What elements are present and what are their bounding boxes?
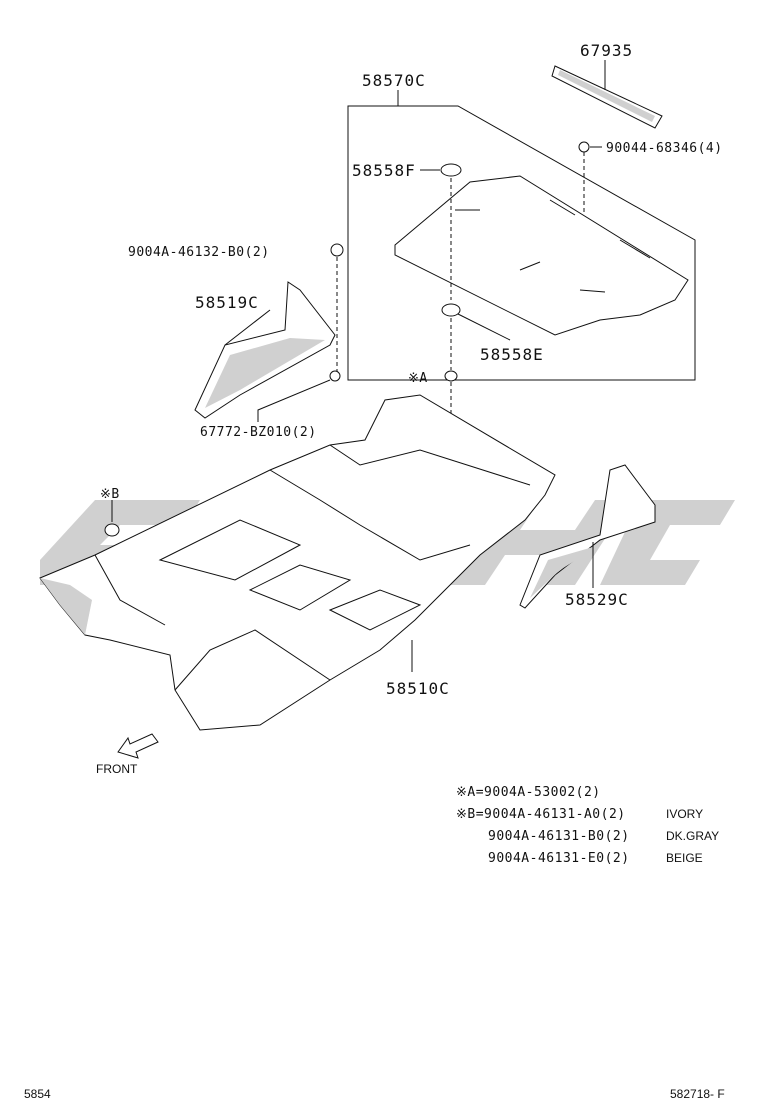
- front-arrow-icon: [117, 733, 159, 759]
- footer-right-code: 582718- F: [670, 1087, 725, 1101]
- label-58510C: 58510C: [386, 679, 450, 698]
- part-58519C: [194, 281, 336, 419]
- part-58558E: [441, 303, 511, 370]
- label-58558F: 58558F: [352, 161, 416, 180]
- legend-line-B2: 9004A-46131-B0(2): [488, 829, 630, 844]
- part-67772-clip: [257, 370, 341, 422]
- label-58519C: 58519C: [195, 293, 259, 312]
- label-note-B: ※B: [100, 487, 120, 502]
- legend-color-ivory: IVORY: [666, 807, 703, 821]
- part-9004A-46132-clip: [330, 243, 344, 375]
- label-front: FRONT: [96, 762, 138, 776]
- part-58510C-carpet: [39, 394, 556, 731]
- part-floor-board: [394, 175, 689, 336]
- legend: ※A=9004A-53002(2) ※B=9004A-46131-A0(2) I…: [456, 785, 719, 866]
- part-90044-clip: [578, 141, 602, 215]
- part-58529C: [519, 464, 656, 609]
- legend-color-beige: BEIGE: [666, 851, 703, 865]
- legend-line-A: ※A=9004A-53002(2): [456, 785, 601, 800]
- label-58570C: 58570C: [362, 71, 426, 90]
- box-58570C: [347, 90, 696, 381]
- part-clip-B: [104, 500, 120, 537]
- label-9004A-46132: 9004A-46132-B0(2): [128, 245, 270, 260]
- label-90044: 90044-68346(4): [606, 141, 723, 156]
- label-58558E: 58558E: [480, 345, 544, 364]
- legend-color-dkgray: DK.GRAY: [666, 829, 719, 843]
- legend-line-B3: 9004A-46131-E0(2): [488, 851, 630, 866]
- label-67772: 67772-BZ010(2): [200, 425, 317, 440]
- legend-line-B1: ※B=9004A-46131-A0(2): [456, 807, 626, 822]
- label-67935: 67935: [580, 41, 633, 60]
- footer-left-code: 5854: [24, 1087, 51, 1101]
- part-67935: [551, 60, 663, 129]
- label-note-A: ※A: [408, 371, 428, 386]
- label-58529C: 58529C: [565, 590, 629, 609]
- part-58558F: [420, 163, 462, 300]
